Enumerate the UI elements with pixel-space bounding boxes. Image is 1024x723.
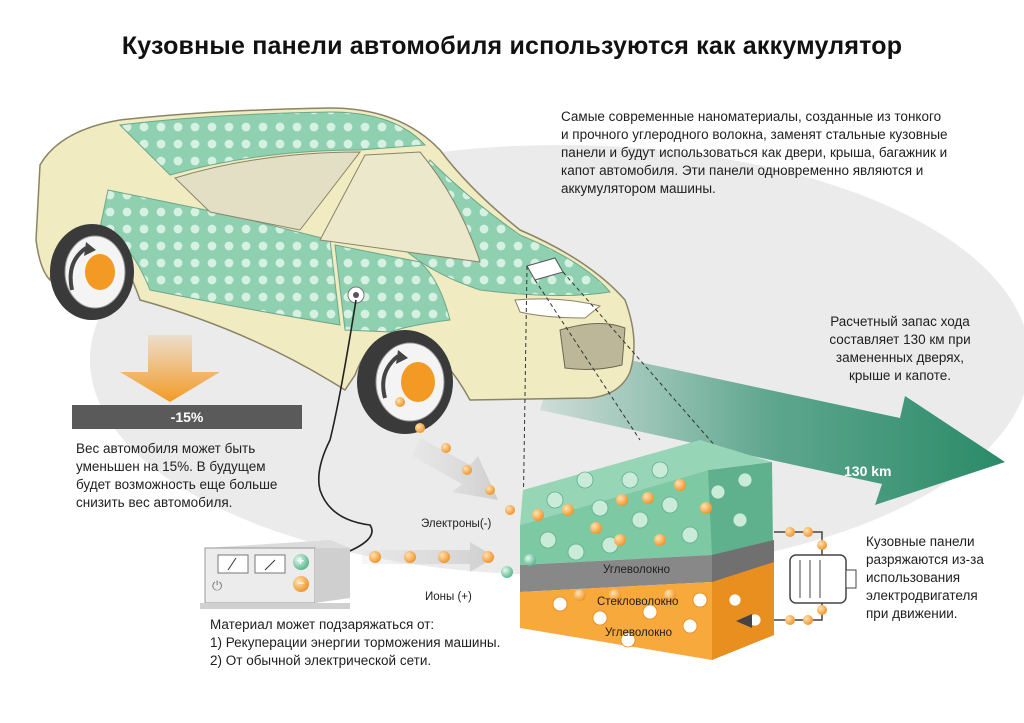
weight-line: снизить вес автомобиля. (76, 495, 233, 510)
minus-terminal-icon: − (297, 576, 305, 590)
weight-arrow (120, 335, 220, 402)
power-icon: ⏻ (212, 578, 223, 593)
brake-arrow (412, 438, 498, 500)
range-arrow (540, 345, 1005, 505)
discharge-line: разряжаются из-за (866, 552, 984, 567)
weight-line: Вес автомобиля может быть (76, 441, 256, 456)
discharge-line: Кузовные панели (866, 534, 975, 549)
discharge-text: Кузовные панели разряжаются из-за исполь… (866, 533, 1016, 623)
electric-motor (736, 527, 857, 628)
charging-line: Материал может подзаряжаться от: (210, 617, 435, 632)
discharge-line: при движении. (866, 606, 958, 621)
range-line: замененных дверях, (835, 350, 965, 365)
layer-label-carbon-top: Углеволокно (603, 564, 670, 576)
rear-wheel (50, 224, 134, 320)
page-title: Кузовные панели автомобиля используются … (121, 32, 903, 60)
charging-text: Материал может подзаряжаться от: 1) Реку… (210, 616, 540, 670)
electron-arrow (362, 542, 495, 572)
description-line: и прочного углеродного волокна, заменят … (561, 127, 948, 142)
description-line: панели и будут использоваться как двери,… (561, 145, 948, 160)
front-wheel (357, 330, 453, 434)
description-line: Самые современные наноматериалы, созданн… (561, 109, 942, 124)
layer-label-glass: Стекловолокно (597, 596, 679, 608)
discharge-line: электродвигателя (866, 588, 978, 603)
weight-line: будет возможность еще больше (76, 477, 278, 492)
range-text: Расчетный запас хода составляет 130 км п… (820, 313, 980, 385)
discharge-line: использования (866, 570, 961, 585)
ions-label: Ионы (+) (425, 591, 472, 603)
electrons-label: Электроны(-) (421, 518, 492, 530)
charging-cable (317, 299, 373, 556)
weight-badge: -15% (72, 405, 302, 429)
range-line: крыше и капоте. (848, 368, 952, 383)
description-line: аккумулятором машины. (561, 181, 716, 196)
range-arrow-label: 130 km (844, 463, 892, 479)
weight-line: уменьшен на 15%. В будущем (76, 459, 266, 474)
layer-label-carbon-bottom: Углеволокно (605, 627, 672, 639)
range-line: составляет 130 км при (829, 332, 971, 347)
charger-box (200, 540, 350, 609)
battery-block (520, 440, 774, 660)
range-line: Расчетный запас хода (830, 314, 970, 329)
description-text: Самые современные наноматериалы, созданн… (561, 108, 981, 198)
description-line: капот автомобиля. Эти панели одновременн… (561, 163, 924, 178)
plus-terminal-icon: + (297, 554, 305, 568)
charging-line: 2) От обычной электрической сети. (210, 653, 432, 668)
charging-line: 1) Рекуперации энергии торможения машины… (210, 635, 501, 650)
weight-text: Вес автомобиля может быть уменьшен на 15… (76, 440, 336, 512)
